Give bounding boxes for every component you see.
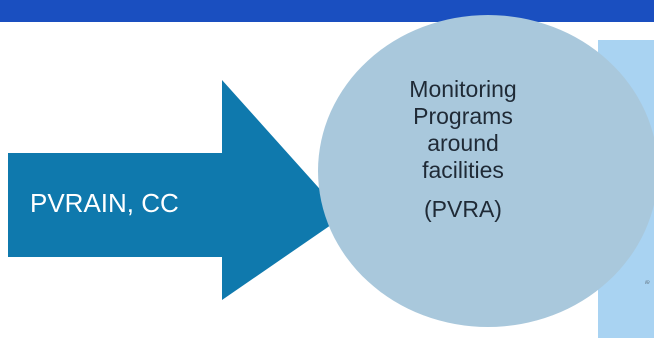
- circle-line-3: around: [427, 130, 499, 156]
- circle-line-2: Programs: [413, 103, 513, 129]
- arrow-shape: [8, 80, 344, 300]
- circle-line-4: facilities: [422, 157, 504, 183]
- circle-label: Monitoring Programs around facilities (P…: [370, 76, 556, 223]
- arrow-label: PVRAIN, CC: [30, 188, 179, 218]
- circle-abbreviation: (PVRA): [424, 196, 502, 222]
- circle-line-1: Monitoring: [409, 76, 517, 102]
- panel-mark: ʳᵉ: [645, 278, 650, 288]
- circle-node: [318, 15, 654, 327]
